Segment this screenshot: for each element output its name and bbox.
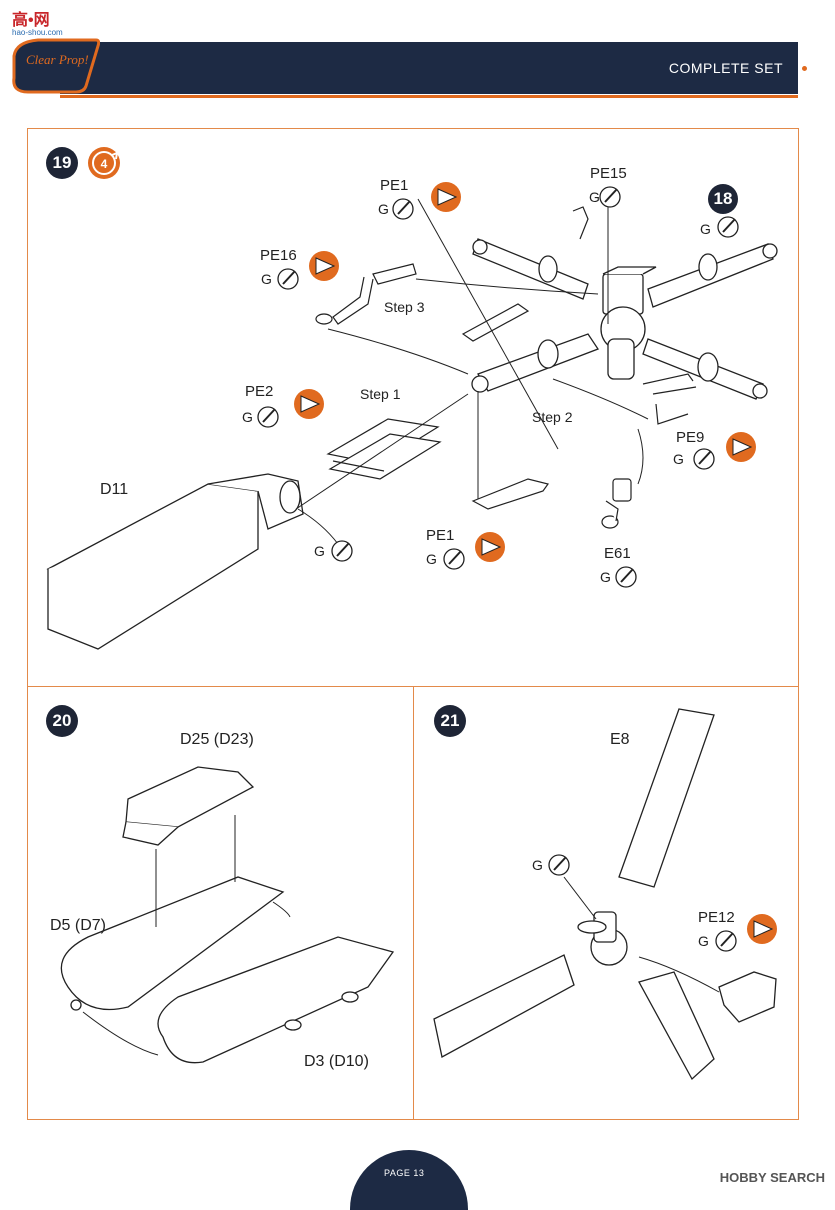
rotate-count: 4 [101, 157, 108, 171]
paint-icon-g [548, 854, 737, 952]
label-g: G [532, 857, 543, 873]
ref-step-18-badge: 18 [708, 184, 738, 214]
part-d25-side [122, 821, 179, 846]
hobby-search-watermark: HOBBY SEARCH [719, 1170, 825, 1185]
label-pe12: PE12 [698, 909, 735, 926]
step-20-panel: 20 D25 (D23) D5 (D7) D3 (D10) [27, 686, 415, 1120]
label-pe1-bottom: PE1 [426, 527, 455, 544]
label-g: G [378, 201, 389, 217]
label-g: G [698, 933, 709, 949]
label-step3: Step 3 [384, 299, 425, 315]
label-d5: D5 (D7) [50, 917, 107, 934]
step-20-drawing [60, 766, 395, 1064]
set-bullet-icon [800, 64, 809, 73]
label-g: G [600, 569, 611, 585]
step-19-drawing [46, 198, 778, 650]
e61-part [601, 478, 632, 529]
step-21-panel: 21 E8 G PE12 G [413, 686, 799, 1120]
header-bar [60, 42, 798, 98]
part-d3 [157, 936, 395, 1064]
step-20-badge: 20 [46, 705, 78, 737]
watermark-top: 高•网 hao-shou.com [12, 6, 63, 37]
label-pe1-top: PE1 [380, 177, 409, 194]
part-d5 [60, 876, 285, 1011]
leader-lines [295, 198, 649, 545]
pe15-part [572, 206, 589, 240]
pe12-part [718, 971, 777, 1023]
watermark-subtext: hao-shou.com [12, 28, 63, 37]
paint-icon-g [257, 186, 739, 588]
label-g: G [242, 409, 253, 425]
label-e8: E8 [610, 731, 630, 748]
pe1-top-plate [461, 303, 530, 342]
label-g: G [314, 543, 325, 559]
header-accent-line [60, 95, 798, 98]
step-19-badge: 19 [46, 147, 78, 179]
pe9-brackets [642, 373, 697, 425]
photo-etch-icon [294, 182, 756, 562]
set-title: COMPLETE SET [668, 60, 783, 76]
label-step1: Step 1 [360, 386, 401, 402]
leader-lines [563, 876, 720, 993]
page-number: PAGE 13 [384, 1168, 425, 1178]
part-d3-hole [284, 1019, 302, 1031]
label-e61: E61 [604, 545, 631, 562]
label-g: G [700, 221, 711, 237]
label-d25: D25 (D23) [180, 731, 254, 748]
label-g: G [426, 551, 437, 567]
rotor-blade-left [433, 954, 575, 1058]
clear-prop-logo: Clear Prop! [12, 38, 100, 94]
rotor-hub-arm [577, 920, 607, 934]
step-21-badge: 21 [434, 705, 466, 737]
label-g: G [589, 189, 600, 205]
label-d3: D3 (D10) [304, 1053, 369, 1070]
rotor-hub [471, 238, 778, 400]
rotate-icon: 4 [88, 147, 120, 179]
rotor-blade-top [618, 708, 715, 888]
blade-d11 [46, 473, 304, 650]
part-d3-hole [341, 991, 359, 1003]
label-g: G [673, 451, 684, 467]
part-d25 [125, 766, 255, 828]
logo-text: Clear Prop! [26, 52, 89, 67]
label-g: G [261, 271, 272, 287]
label-pe2: PE2 [245, 383, 274, 400]
label-step2: Step 2 [532, 409, 573, 425]
step-19-panel: 19 4 [27, 128, 799, 688]
page-header: 高•网 hao-shou.com Clear Prop! COMPLETE SE… [0, 0, 835, 110]
label-pe16: PE16 [260, 247, 297, 264]
watermark-text: 高•网 [12, 12, 50, 29]
paint-callouts [257, 182, 756, 588]
label-pe15: PE15 [590, 165, 627, 182]
label-pe9: PE9 [676, 429, 705, 446]
photo-etch-icon [747, 914, 777, 944]
leader-lines [82, 815, 291, 1056]
pe16-lever [315, 263, 417, 325]
pe1-bottom-plate [471, 478, 550, 510]
label-d11: D11 [100, 481, 129, 498]
footer-tab [350, 1150, 468, 1210]
part-d5-hole [70, 999, 82, 1011]
rotor-blade-right [638, 971, 715, 1081]
step-21-drawing [433, 708, 777, 1081]
